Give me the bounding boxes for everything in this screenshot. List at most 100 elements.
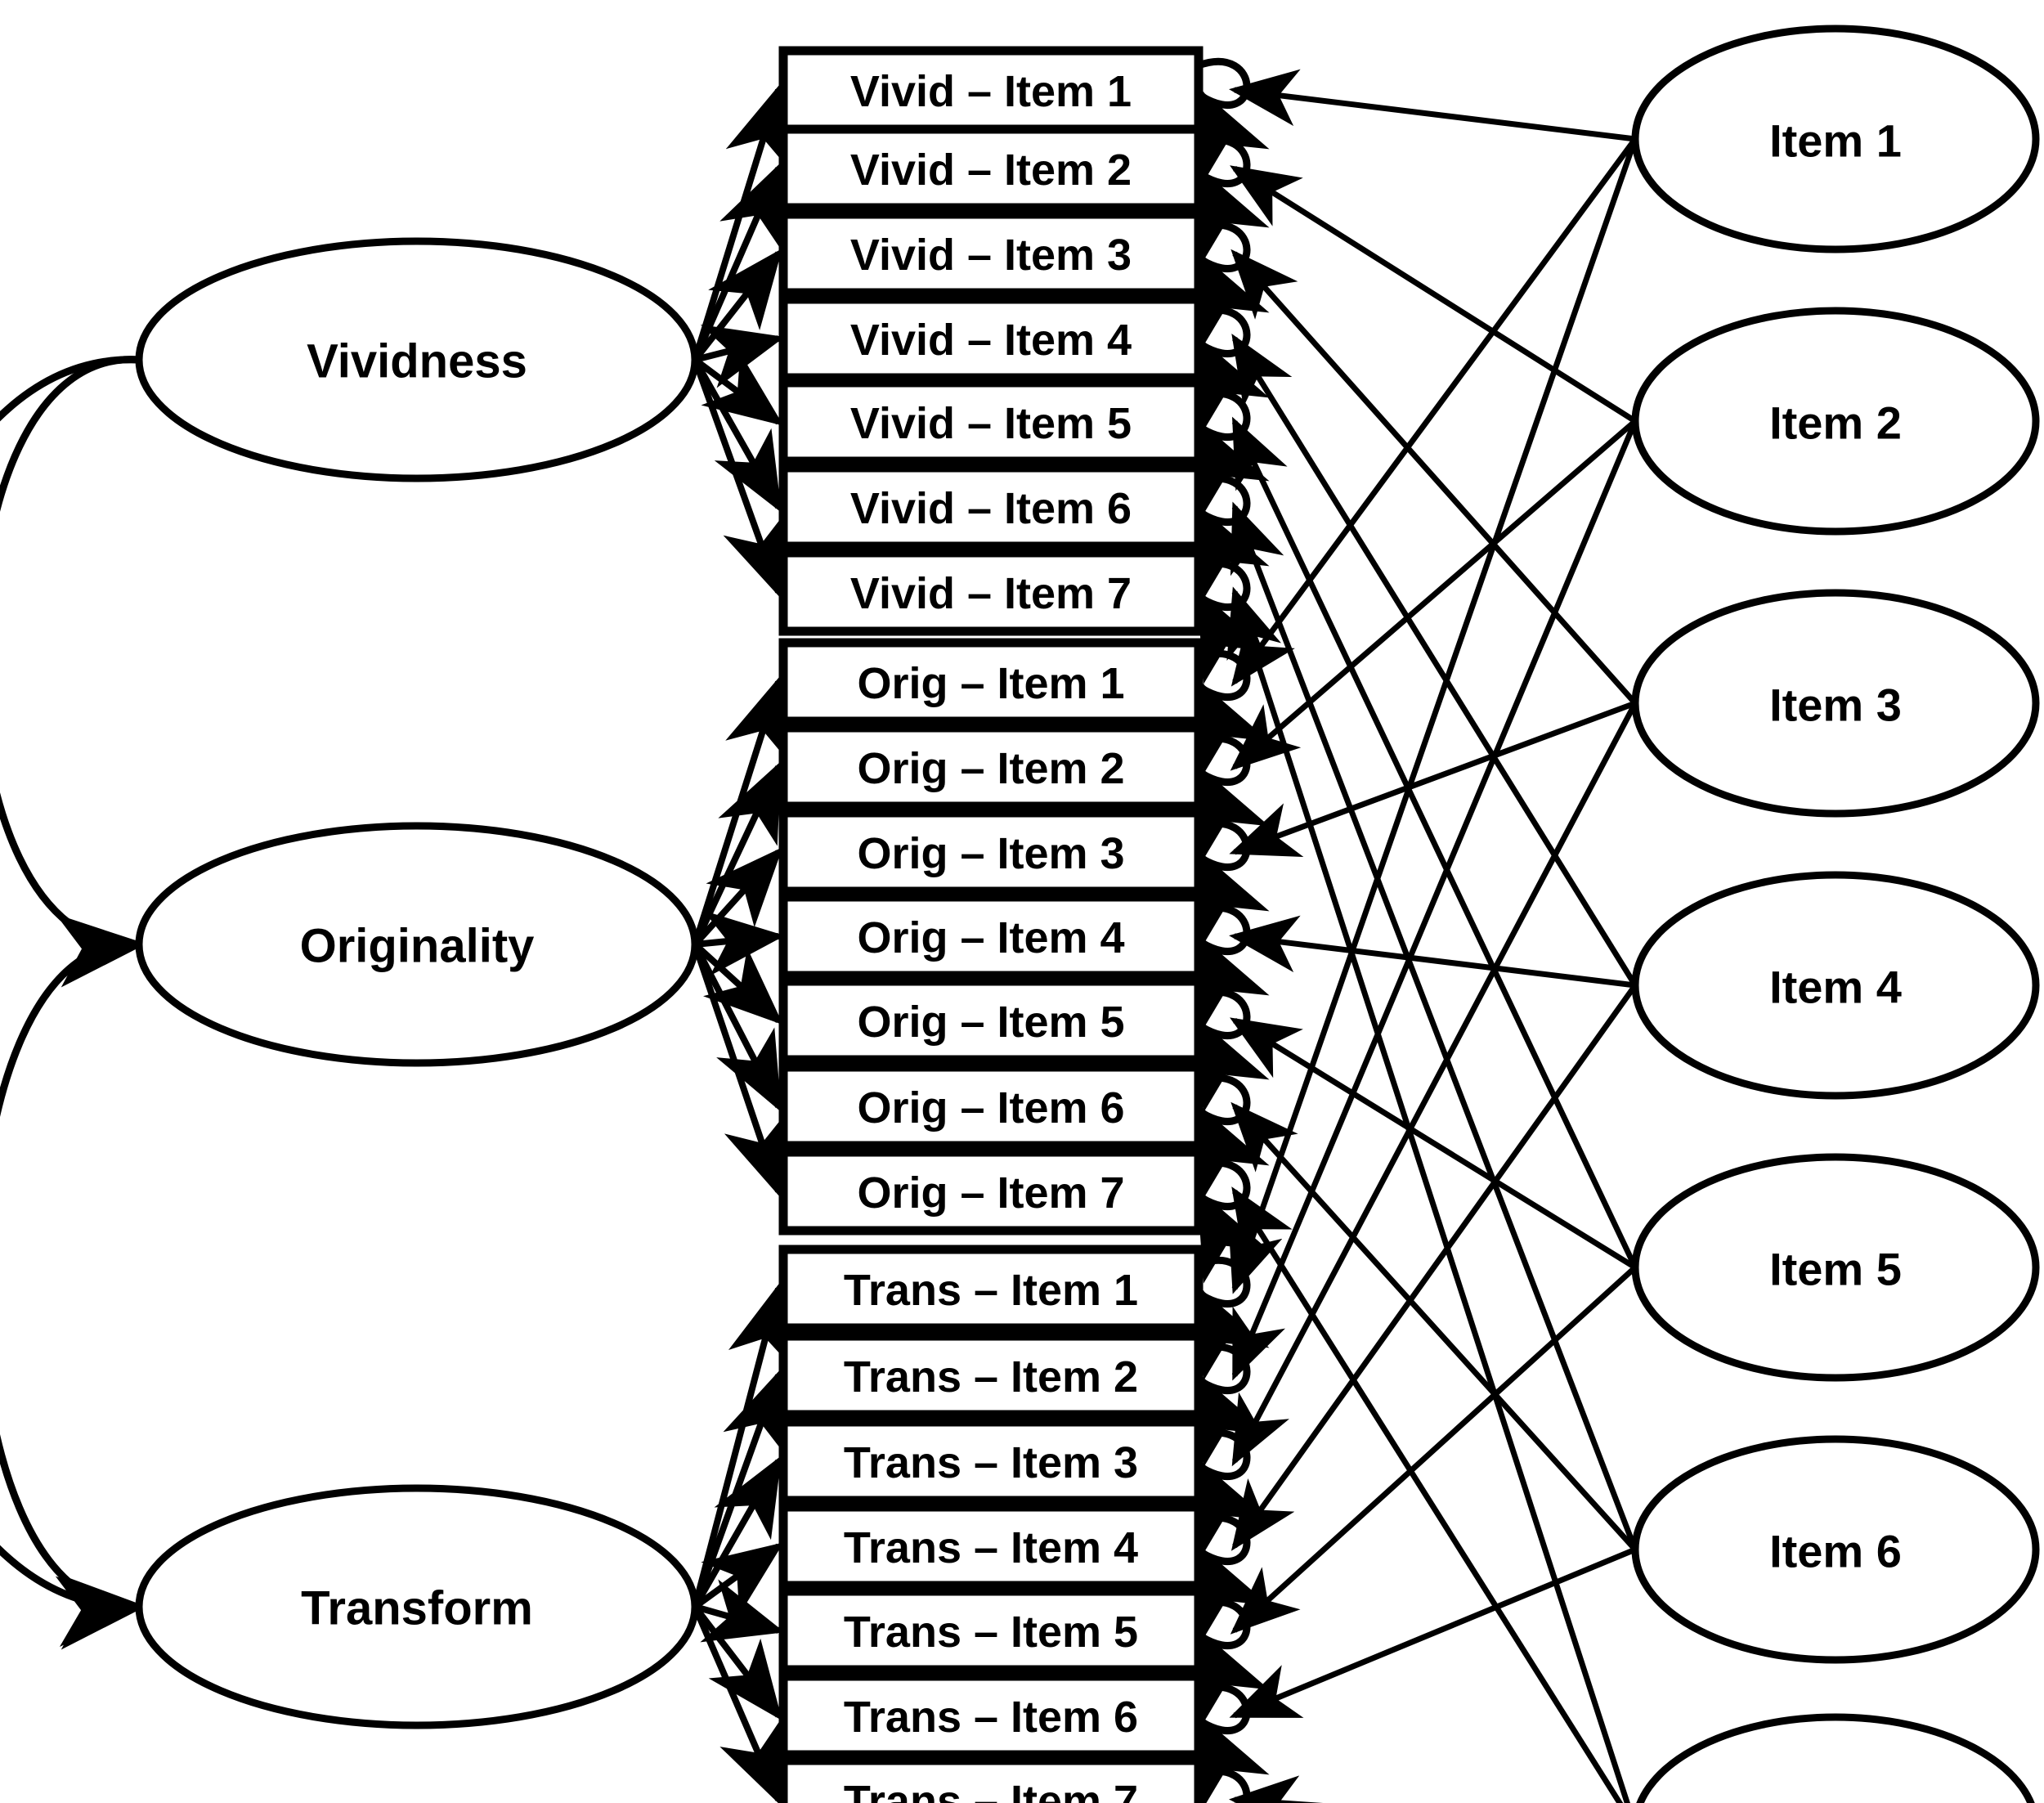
residual-loop-originality-3 xyxy=(1196,819,1270,944)
factor-loading-vividness-5 xyxy=(693,352,784,426)
residual-loop-vividness-7 xyxy=(1196,559,1270,684)
indicator-box[interactable]: Trans – Item 7 xyxy=(778,1756,1204,1803)
indicator-box[interactable]: Orig – Item 4 xyxy=(778,892,1204,980)
indicator-box-label: Vivid – Item 2 xyxy=(850,146,1132,195)
method-loading-m5-originality-5 xyxy=(1230,1017,1637,1270)
indicator-box-label: Vivid – Item 1 xyxy=(850,67,1132,116)
factor-loading-transform-2 xyxy=(692,1369,785,1608)
factor-ellipse-transform[interactable]: Transform xyxy=(135,1484,699,1729)
method-loading-m1-originality-1 xyxy=(1230,137,1638,687)
method-ellipse-label: Item 5 xyxy=(1769,1244,1902,1295)
method-ellipse-m7[interactable]: Item 7 xyxy=(1635,1713,2036,1803)
indicator-box[interactable]: Vivid – Item 3 xyxy=(778,209,1204,298)
indicator-box-rect xyxy=(778,892,1204,980)
factor-loading-originality-2 xyxy=(692,760,782,946)
method-ellipse-shape xyxy=(1631,589,2040,818)
method-ellipse-m4[interactable]: Item 4 xyxy=(1631,871,2040,1100)
method-loading-m1-transform-1 xyxy=(1228,137,1638,1294)
factor-loading-transform-5 xyxy=(693,1579,785,1643)
indicator-box-rect xyxy=(778,723,1204,811)
indicator-box-rect xyxy=(778,1756,1204,1803)
factor-correlation-arrow-vividness-transform xyxy=(0,325,222,1647)
residual-loop-transform-7 xyxy=(1196,1767,1270,1803)
indicator-box[interactable]: Trans – Item 4 xyxy=(778,1502,1204,1590)
indicator-box-rect xyxy=(778,808,1204,896)
indicator-box[interactable]: Trans – Item 1 xyxy=(778,1245,1204,1333)
factor-loading-vividness-6 xyxy=(692,358,782,513)
residual-loop-vividness-5 xyxy=(1196,389,1270,514)
residual-loop-vividness-2 xyxy=(1196,136,1270,261)
method-ellipse-shape xyxy=(1631,871,2040,1100)
factor-ellipse-label: Transform xyxy=(301,1582,533,1635)
method-loading-m2-vividness-2 xyxy=(1230,165,1637,424)
indicator-box[interactable]: Trans – Item 3 xyxy=(778,1417,1204,1505)
indicator-box-label: Orig – Item 1 xyxy=(857,659,1124,708)
factor-ellipse-vividness[interactable]: Vividness xyxy=(135,237,699,482)
method-ellipse-label: Item 2 xyxy=(1769,397,1902,449)
method-ellipse-shape xyxy=(1631,1153,2040,1382)
indicator-box-rect xyxy=(778,209,1204,298)
method-ellipse-m6[interactable]: Item 6 xyxy=(1631,1435,2040,1664)
method-ellipse-label: Item 4 xyxy=(1769,962,1902,1013)
indicator-box-label: Orig – Item 2 xyxy=(857,744,1124,793)
indicator-box[interactable]: Orig – Item 2 xyxy=(778,723,1204,811)
indicator-box-rect xyxy=(778,1147,1204,1236)
residual-loop-originality-1 xyxy=(1196,649,1270,774)
indicator-box[interactable]: Orig – Item 3 xyxy=(778,808,1204,896)
residual-loop-layer xyxy=(1196,57,1270,1803)
indicator-box-label: Vivid – Item 5 xyxy=(850,399,1132,448)
method-loading-m6-originality-6 xyxy=(1230,1101,1638,1552)
method-loading-m5-transform-5 xyxy=(1230,1265,1638,1635)
residual-loop-vividness-3 xyxy=(1196,221,1270,346)
indicator-box[interactable]: Vivid – Item 6 xyxy=(778,463,1204,551)
indicator-box[interactable]: Orig – Item 7 xyxy=(778,1147,1204,1236)
indicator-box-layer: Vivid – Item 1 Vivid – Item 2 Vivid – Item… xyxy=(778,46,1204,1803)
indicator-box[interactable]: Orig – Item 5 xyxy=(778,976,1204,1065)
factor-loading-vividness-2 xyxy=(692,162,782,361)
indicator-box-label: Orig – Item 5 xyxy=(857,998,1124,1047)
indicator-box-rect xyxy=(778,124,1204,213)
factor-correlation-layer xyxy=(0,325,223,1650)
indicator-box-label: Trans – Item 2 xyxy=(844,1352,1138,1402)
indicator-box-label: Trans – Item 1 xyxy=(844,1266,1138,1315)
method-loading-m7-vividness-7 xyxy=(1226,586,1630,1803)
indicator-box-label: Vivid – Item 4 xyxy=(850,316,1132,365)
indicator-box[interactable]: Trans – Item 6 xyxy=(778,1671,1204,1760)
factor-loading-vividness-7 xyxy=(692,358,785,599)
indicator-box-rect xyxy=(778,1062,1204,1150)
factor-ellipse-originality[interactable]: Originality xyxy=(135,822,699,1067)
indicator-box-rect xyxy=(778,1586,1204,1675)
method-ellipse-m2[interactable]: Item 2 xyxy=(1631,307,2040,536)
residual-loop-transform-6 xyxy=(1196,1683,1270,1803)
method-ellipse-shape xyxy=(1631,25,2040,253)
indicator-box[interactable]: Trans – Item 5 xyxy=(778,1586,1204,1675)
method-loading-m5-vividness-5 xyxy=(1231,416,1638,1269)
factor-ellipse-label: Originality xyxy=(300,920,535,973)
indicator-box[interactable]: Vivid – Item 2 xyxy=(778,124,1204,213)
method-loading-m1-vividness-1 xyxy=(1229,69,1636,142)
factor-loading-layer xyxy=(692,83,792,1803)
residual-loop-vividness-6 xyxy=(1196,474,1270,599)
indicator-box[interactable]: Vivid – Item 7 xyxy=(778,548,1204,636)
indicator-box[interactable]: Orig – Item 6 xyxy=(778,1062,1204,1150)
indicator-box-rect xyxy=(778,1671,1204,1760)
method-ellipse-m3[interactable]: Item 3 xyxy=(1631,589,2040,818)
residual-loop-vividness-1 xyxy=(1196,57,1270,182)
method-ellipse-label: Item 6 xyxy=(1769,1526,1902,1577)
method-loading-m7-originality-7 xyxy=(1231,1186,1624,1803)
indicator-box[interactable]: Trans – Item 2 xyxy=(778,1331,1204,1420)
indicator-box-rect xyxy=(778,1502,1204,1590)
method-ellipse-label: Item 3 xyxy=(1769,679,1902,731)
indicator-box[interactable]: Orig – Item 1 xyxy=(778,638,1204,726)
indicator-box[interactable]: Vivid – Item 4 xyxy=(778,294,1204,383)
residual-loop-transform-3 xyxy=(1196,1428,1270,1554)
method-ellipse-m5[interactable]: Item 5 xyxy=(1631,1153,2040,1382)
method-loading-m6-vividness-6 xyxy=(1230,501,1638,1551)
indicator-box[interactable]: Vivid – Item 5 xyxy=(778,378,1204,466)
indicator-box[interactable]: Vivid – Item 1 xyxy=(778,46,1204,134)
residual-loop-originality-7 xyxy=(1196,1159,1270,1284)
method-ellipse-m1[interactable]: Item 1 xyxy=(1631,25,2040,253)
